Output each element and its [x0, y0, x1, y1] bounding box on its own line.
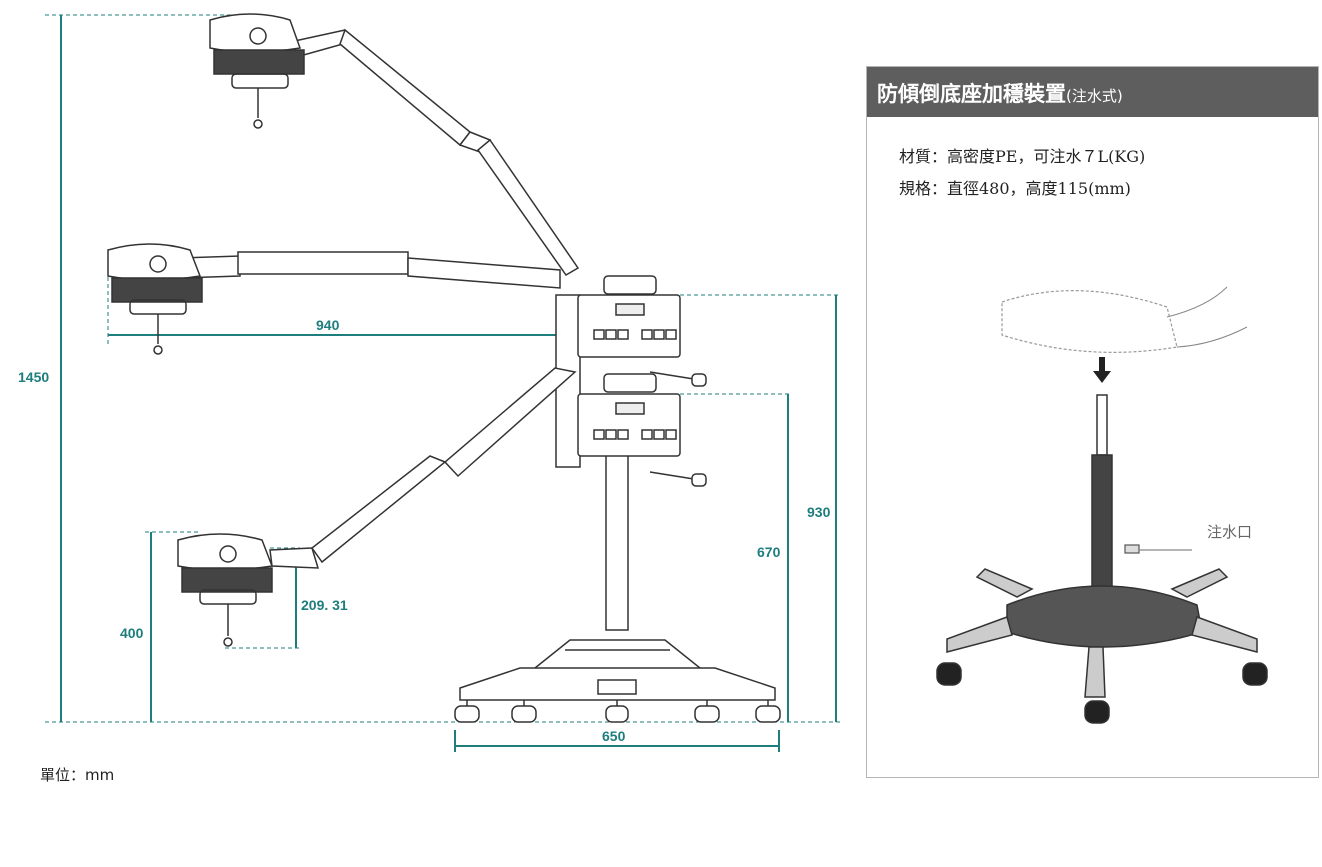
- extension-lines: [45, 14, 840, 723]
- lamp-stand: [454, 294, 781, 723]
- material-spec: 材質：高密度PE，可注水７L(KG): [899, 147, 1146, 166]
- dim-column-height-top: 930: [807, 504, 831, 520]
- water-base-illustration: [936, 286, 1268, 724]
- dim-column-height-lower: 670: [757, 544, 781, 560]
- weighted-base: [936, 568, 1268, 724]
- lamp-diagram: 1450 940 930 670 400 209. 31 650 單位：mm 防…: [18, 13, 1319, 784]
- down-arrow-icon: [1093, 357, 1111, 383]
- dim-low-lamp-height: 400: [120, 625, 144, 641]
- lamp-head-top: [209, 13, 305, 129]
- arm-bottom: [269, 367, 577, 569]
- lamp-head-middle: [107, 243, 203, 355]
- panel-header: 防傾倒底座加穩裝置(注水式): [867, 67, 1318, 117]
- stability-base-panel: 防傾倒底座加穩裝置(注水式) 材質：高密度PE，可注水７L(KG) 規格：直徑4…: [866, 66, 1319, 778]
- arm-middle: [179, 251, 561, 289]
- hand-outline: [1166, 286, 1248, 348]
- dim-arm-reach: 940: [316, 317, 340, 333]
- dim-lamp-drop: 209. 31: [301, 597, 348, 613]
- controller-lower: [577, 373, 707, 487]
- gas-spring-column: [1091, 394, 1113, 596]
- panel-title: 防傾倒底座加穩裝置(注水式): [877, 78, 1123, 108]
- dim-total-height: 1450: [18, 369, 50, 385]
- unit-label: 單位：mm: [40, 766, 115, 784]
- controller-upper: [577, 275, 707, 387]
- base-lid-outline: [1001, 290, 1178, 353]
- size-spec: 規格：直徑480，高度115(mm): [899, 179, 1131, 198]
- panel-title-main: 防傾倒底座加穩裝置: [877, 82, 1066, 106]
- dim-base-width: 650: [602, 728, 626, 744]
- lamp-head-low: [177, 533, 274, 647]
- panel-title-suffix: (注水式): [1066, 87, 1123, 105]
- water-port-label: 注水口: [1207, 523, 1253, 541]
- water-port-fitting: [1124, 544, 1192, 554]
- diagram-drawing: [45, 13, 840, 752]
- arm-top: [288, 28, 580, 276]
